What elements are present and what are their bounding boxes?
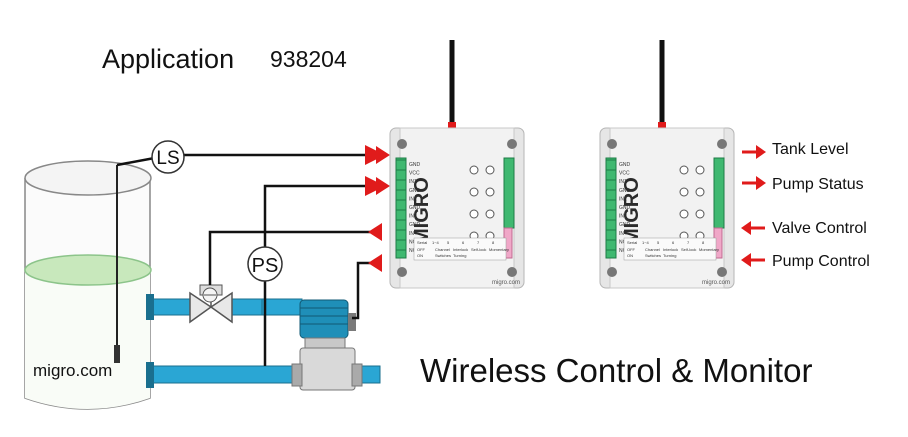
- pin-label: NC: [619, 239, 627, 245]
- pin-label: IN2: [619, 196, 627, 202]
- wireless-module-1: GNDVCCIN1GNDIN2GNDIN3GNDIN4NCNOMIGROSeri…: [389, 40, 525, 289]
- pin-label: GND: [409, 188, 421, 194]
- module-website: migro.com: [702, 280, 730, 286]
- level-switch-sensor: [151, 140, 185, 174]
- pressure-switch-sensor: [247, 246, 283, 282]
- pin-label: GND: [619, 162, 631, 168]
- table-cell: Self-lock: [681, 247, 696, 252]
- label-tank-level: Tank Level: [772, 141, 849, 158]
- pin-label: VCC: [409, 171, 420, 177]
- tank-website-label: migro.com: [33, 361, 113, 380]
- table-header-cell: 5: [447, 240, 450, 245]
- table-header-cell: 7: [687, 240, 690, 245]
- table-cell: Self-lock: [471, 247, 486, 252]
- ls-label: LS: [156, 148, 179, 169]
- table-cell: ON: [627, 253, 633, 258]
- pin-label: GND: [409, 205, 421, 211]
- water-tank: [24, 160, 152, 410]
- io-arrows-right: [741, 145, 766, 267]
- pin-label: IN4: [409, 231, 417, 237]
- pin-label: NO: [409, 248, 417, 254]
- pump-icon: [291, 299, 363, 391]
- brand-logo: MIGRO: [621, 177, 643, 245]
- table-header-cell: 6: [672, 240, 675, 245]
- table-cell: Interlock: [453, 247, 468, 252]
- product-code: 938204: [270, 46, 347, 72]
- ps-label: PS: [252, 255, 279, 277]
- liquid-surface: [24, 254, 152, 286]
- table-cell: Channel: [435, 247, 450, 252]
- table-cell: Switches: [435, 253, 451, 258]
- table-cell: Turning: [663, 253, 676, 258]
- pin-label: IN1: [619, 179, 627, 185]
- table-header-cell: 6: [462, 240, 465, 245]
- pin-label: GND: [619, 222, 631, 228]
- pin-label: NC: [409, 239, 417, 245]
- pin-label: GND: [619, 188, 631, 194]
- module-website: migro.com: [492, 280, 520, 286]
- pin-label: IN4: [619, 231, 627, 237]
- pin-label: GND: [409, 162, 421, 168]
- table-cell: Interlock: [663, 247, 678, 252]
- table-header-cell: Serial: [627, 240, 637, 245]
- pin-label: VCC: [619, 171, 630, 177]
- wireless-module-2: GNDVCCIN1GNDIN2GNDIN3GNDIN4NCNOMIGROSeri…: [599, 40, 735, 289]
- valve-icon: [189, 284, 233, 324]
- table-cell: Momentary: [699, 247, 719, 252]
- pin-label: NO: [619, 248, 627, 254]
- table-cell: Channel: [645, 247, 660, 252]
- table-cell: Switches: [645, 253, 661, 258]
- label-pump-status: Pump Status: [772, 176, 864, 193]
- pin-label: IN3: [409, 214, 417, 220]
- table-cell: ON: [417, 253, 423, 258]
- label-pump-control: Pump Control: [772, 253, 870, 270]
- table-cell: OFF: [417, 247, 426, 252]
- pin-label: GND: [409, 222, 421, 228]
- diagram-subtitle: Wireless Control & Monitor: [420, 352, 813, 389]
- io-arrows-left: [368, 146, 390, 272]
- table-header-cell: 7: [477, 240, 480, 245]
- pin-label: IN2: [409, 196, 417, 202]
- table-header-cell: 8: [702, 240, 705, 245]
- label-valve-control: Valve Control: [772, 220, 867, 237]
- page-title: Application: [102, 44, 235, 74]
- pin-label: IN3: [619, 214, 627, 220]
- pin-label: IN1: [409, 179, 417, 185]
- table-cell: OFF: [627, 247, 636, 252]
- pin-label: GND: [619, 205, 631, 211]
- table-header-cell: 5: [657, 240, 660, 245]
- table-header-cell: 1~4: [642, 240, 650, 245]
- table-cell: Momentary: [489, 247, 509, 252]
- brand-logo: MIGRO: [411, 177, 433, 245]
- table-cell: Turning: [453, 253, 466, 258]
- table-header-cell: 8: [492, 240, 495, 245]
- table-header-cell: Serial: [417, 240, 427, 245]
- table-header-cell: 1~4: [432, 240, 440, 245]
